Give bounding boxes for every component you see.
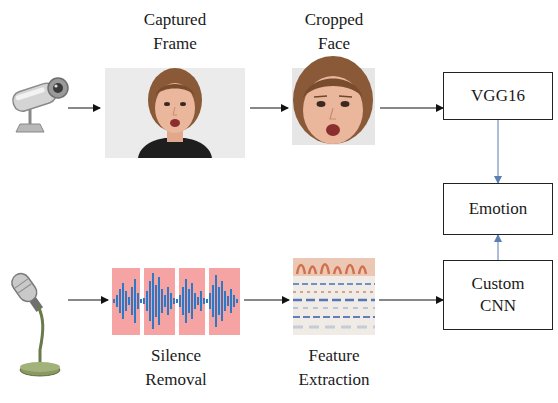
captured-frame-picture bbox=[105, 68, 245, 158]
flow-arrow bbox=[380, 108, 443, 109]
input-arrow bbox=[68, 300, 108, 301]
box-label: Emotion bbox=[458, 198, 538, 220]
flow-arrow bbox=[498, 120, 499, 183]
input-arrow bbox=[68, 108, 100, 109]
process-box: VGG16 bbox=[443, 72, 553, 120]
captured-frame-node: Captured Frame bbox=[100, 8, 250, 160]
webcam-icon bbox=[10, 78, 68, 132]
cropped-face-node: Cropped Face bbox=[288, 8, 380, 148]
flow-arrow bbox=[498, 235, 499, 260]
process-box: Custom CNN bbox=[443, 260, 553, 330]
caption-label: Cropped Face bbox=[293, 8, 375, 56]
microphone-icon bbox=[8, 270, 60, 376]
process-box: Emotion bbox=[443, 183, 553, 235]
flow-arrow bbox=[250, 108, 288, 109]
box-label: Custom CNN bbox=[458, 273, 538, 317]
caption-label: Captured Frame bbox=[134, 8, 216, 56]
waveform-picture bbox=[112, 268, 240, 335]
caption-label: Feature Extraction bbox=[293, 344, 375, 392]
cropped-face-picture bbox=[292, 56, 375, 145]
feature-extraction-node: Feature Extraction bbox=[289, 252, 379, 392]
spectrogram-picture bbox=[293, 258, 375, 335]
flow-arrow bbox=[379, 300, 443, 301]
box-label: VGG16 bbox=[458, 85, 538, 107]
silence-removal-node: Silence Removal bbox=[108, 262, 244, 392]
caption-label: Silence Removal bbox=[135, 344, 217, 392]
flow-arrow bbox=[244, 300, 289, 301]
